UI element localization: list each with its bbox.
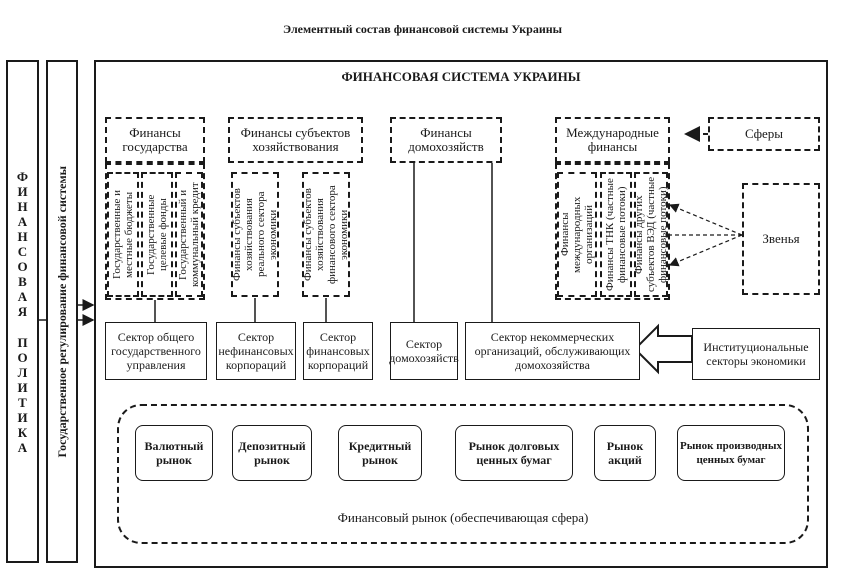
- legend-institutional-sectors: Институциональные секторы экономики: [692, 328, 820, 380]
- policy-letter: А: [17, 288, 28, 304]
- link-financial-sector: Финансы субъектов хозяйствования финансо…: [302, 172, 350, 297]
- policy-letter: Я: [17, 303, 28, 319]
- policy-letter: Ф: [16, 168, 29, 184]
- policy-letter: Н: [17, 228, 28, 244]
- sphere-international-finances: Международные финансы: [555, 117, 670, 163]
- market-shares: Рынок акций: [594, 425, 656, 481]
- state-regulation-panel: Государственное регулирование финансовой…: [46, 60, 78, 563]
- policy-letter: А: [17, 439, 28, 455]
- sector-households: Сектор домохозяйств: [389, 322, 459, 380]
- sector-npish: Сектор некоммерческих организаций, обслу…: [465, 322, 640, 380]
- financial-system-heading: ФИНАНСОВАЯ СИСТЕМА УКРАИНЫ: [341, 69, 581, 84]
- policy-letter: Л: [17, 364, 28, 380]
- sphere-state-finances: Финансы государства: [105, 117, 205, 163]
- legend-links: Звенья: [742, 183, 820, 295]
- page-title: Элементный состав финансовой системы Укр…: [282, 22, 563, 36]
- legend-spheres: Сферы: [708, 117, 820, 151]
- policy-letter: Н: [17, 198, 28, 214]
- policy-letter: П: [17, 334, 28, 350]
- link-real-sector: Финансы субъектов хозяйствования реально…: [231, 172, 279, 297]
- policy-letter: И: [17, 379, 28, 395]
- sphere-business-finances: Финансы субъектов хозяйствования: [228, 117, 363, 163]
- policy-letter: Т: [18, 394, 27, 410]
- link-tnc: Финансы ТНК (частные финансовые потоки): [600, 172, 632, 297]
- policy-letter: К: [17, 424, 28, 440]
- financial-market-frame: [117, 404, 809, 544]
- market-currency: Валютный рынок: [135, 425, 213, 481]
- policy-letter: И: [17, 409, 28, 425]
- sector-nonfinancial-corporations: Сектор нефинансовых корпораций: [216, 322, 296, 380]
- link-other-fea: Финансы других субъектов ВЭД (частные фи…: [633, 172, 669, 297]
- policy-letter: О: [17, 258, 28, 274]
- policy-letter: С: [17, 243, 28, 259]
- link-target-funds: Государственные целевые фонды: [141, 172, 173, 297]
- market-debt-securities: Рынок долговых ценных бумаг: [455, 425, 573, 481]
- link-state-credit: Государственный и коммунальный кредит: [175, 172, 203, 297]
- market-deposit: Депозитный рынок: [232, 425, 312, 481]
- policy-letter: О: [17, 349, 28, 365]
- policy-letter: И: [17, 183, 28, 199]
- link-budgets: Государственные и местные бюджеты: [107, 172, 139, 297]
- link-international-orgs: Финансы международных организаций: [557, 172, 597, 297]
- market-derivatives: Рынок производных ценных бумаг: [677, 425, 785, 481]
- market-credit: Кредитный рынок: [338, 425, 422, 481]
- policy-letter: А: [17, 213, 28, 229]
- sphere-household-finances: Финансы домохозяйств: [390, 117, 502, 163]
- financial-market-label: Финансовый рынок (обеспечивающая сфера): [337, 510, 589, 525]
- sector-financial-corporations: Сектор финансовых корпораций: [303, 322, 373, 380]
- sector-general-government: Сектор общего государственного управлени…: [105, 322, 207, 380]
- policy-letter: В: [18, 273, 27, 289]
